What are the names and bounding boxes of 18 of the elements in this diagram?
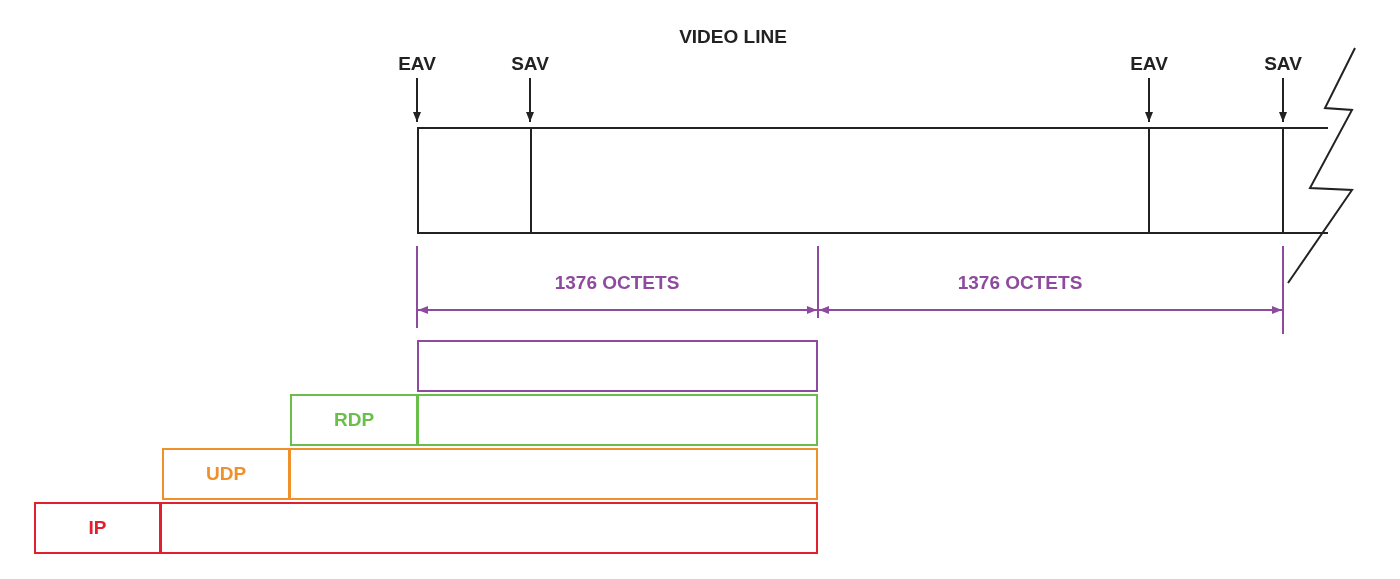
video-line-bar — [417, 127, 1328, 234]
marker-label: EAV — [1130, 53, 1168, 75]
protocol-label: RDP — [333, 409, 375, 431]
protocol-header-box — [290, 394, 418, 446]
protocol-label: UDP — [205, 463, 247, 485]
marker-label: EAV — [398, 53, 436, 75]
payload-box — [417, 394, 818, 446]
protocol-label: IP — [88, 517, 107, 539]
payload-box — [160, 502, 818, 554]
diagram-title: VIDEO LINE — [679, 26, 787, 48]
dimension-label: 1376 OCTETS — [957, 272, 1083, 294]
marker-label: SAV — [511, 53, 549, 75]
marker-label: SAV — [1264, 53, 1302, 75]
protocol-header-box — [34, 502, 161, 554]
protocol-header-box — [162, 448, 290, 500]
payload-box — [289, 448, 818, 500]
payload-box — [417, 340, 818, 392]
dimension-label: 1376 OCTETS — [554, 272, 680, 294]
